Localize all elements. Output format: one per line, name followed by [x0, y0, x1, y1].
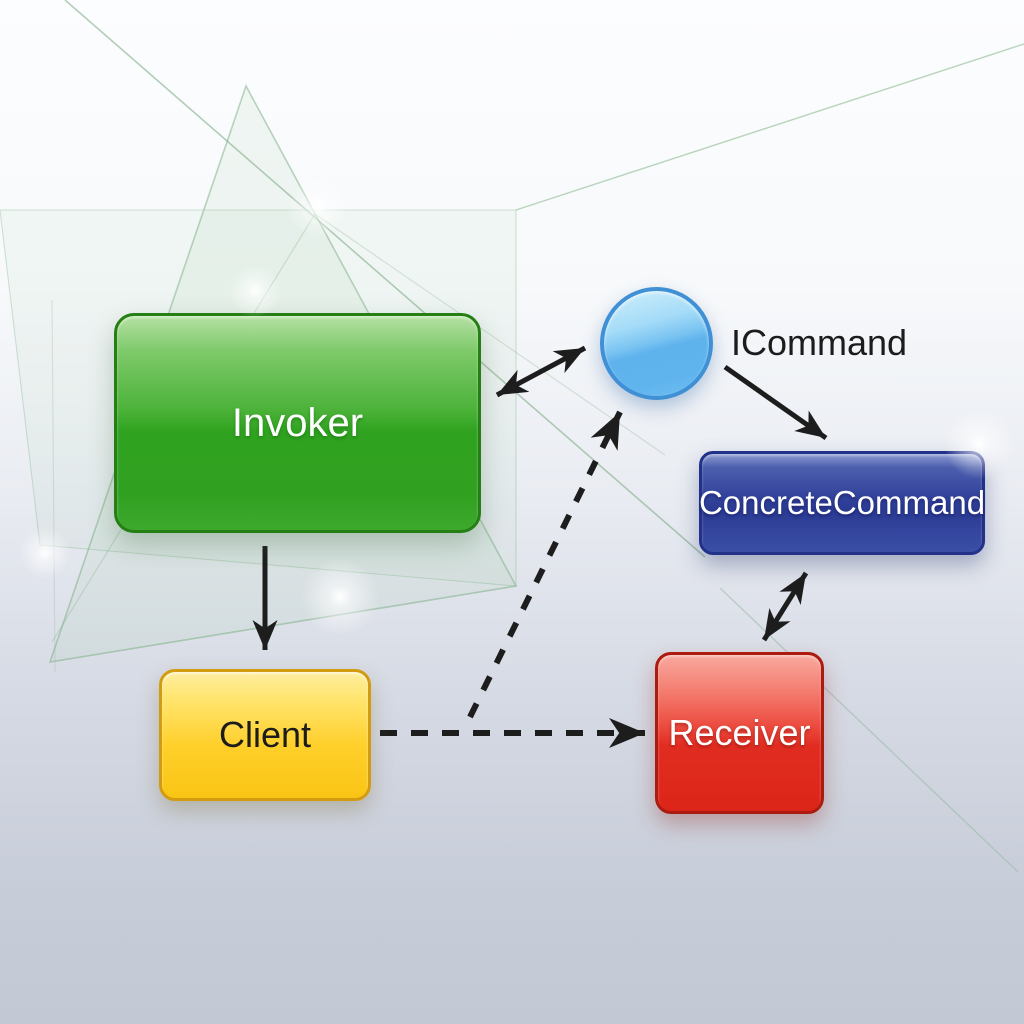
- edge-client-icommand-dashed: [467, 410, 623, 719]
- node-receiver: Receiver: [655, 652, 824, 814]
- node-client: Client: [159, 669, 371, 801]
- node-invoker-label: Invoker: [231, 400, 364, 445]
- edge-invoker-icommand: [495, 345, 587, 398]
- node-icommand-circle: [600, 287, 713, 400]
- node-concrete-command: ConcreteCommand: [699, 451, 985, 555]
- node-icommand-label: ICommand: [731, 322, 908, 363]
- edges: [252, 345, 828, 748]
- node-concrete-command-label: ConcreteCommand: [698, 484, 986, 521]
- node-client-label: Client: [218, 714, 312, 755]
- edge-icommand-concretecommand: [723, 364, 828, 441]
- edge-concretecommand-receiver: [761, 571, 809, 642]
- node-invoker: Invoker: [114, 313, 481, 533]
- node-receiver-label: Receiver: [668, 712, 811, 753]
